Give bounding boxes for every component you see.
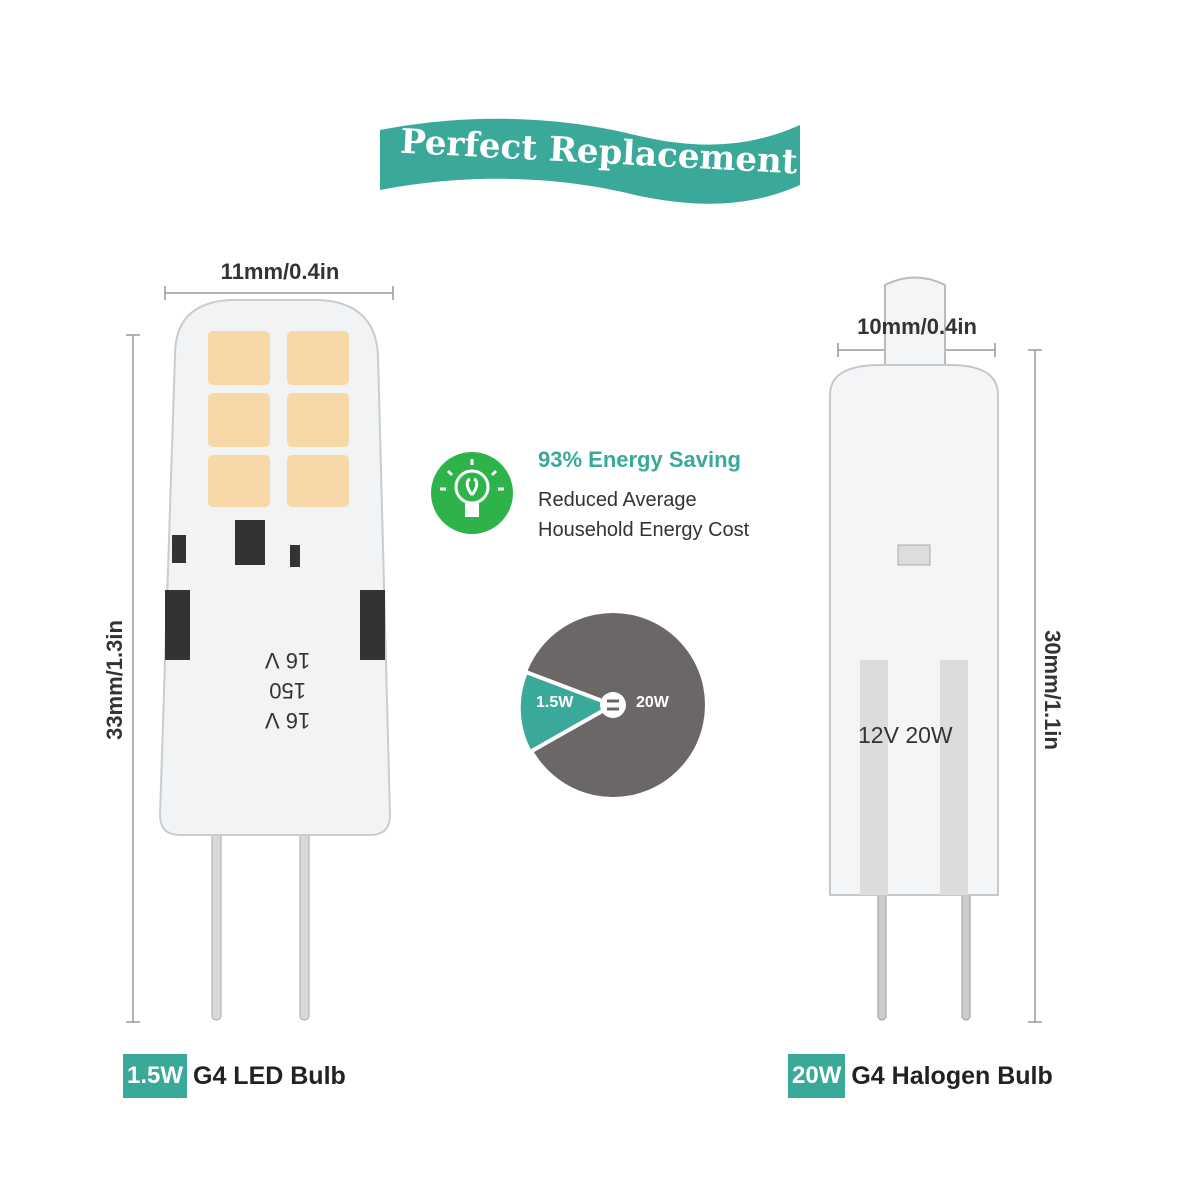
halogen-wattage-tag: 20W: [788, 1054, 846, 1098]
led-slice: [518, 669, 618, 755]
led-marking: 16 V: [265, 708, 311, 733]
led-marking: 16 V: [265, 648, 311, 673]
halogen-marking: 12V 20W: [858, 722, 953, 748]
led-width-label: 11mm/0.4in: [220, 259, 340, 284]
halogen-width-label: 10mm/0.4in: [857, 314, 977, 339]
led-name: G4 LED Bulb: [193, 1061, 346, 1090]
led-bulb-image: [158, 299, 392, 1021]
halogen-caption: 20W G4 Halogen Bulb: [788, 1054, 1053, 1098]
halogen-name: G4 Halogen Bulb: [851, 1061, 1053, 1090]
led-caption: 1.5W G4 LED Bulb: [123, 1054, 346, 1098]
energy-line1: Reduced Average: [538, 489, 697, 511]
wattage-comparison-pie: [518, 613, 705, 797]
led-height-label: 33mm/1.3in: [102, 620, 127, 740]
halogen-bulb-image: [829, 276, 999, 1021]
led-watt-label: 1.5W: [536, 694, 574, 711]
led-wattage-tag: 1.5W: [123, 1054, 188, 1098]
led-markings: 16 V 150 16 V: [265, 645, 310, 735]
banner-ribbon: [380, 118, 800, 204]
led-marking: 150: [269, 678, 306, 703]
energy-headline: 93% Energy Saving: [538, 447, 741, 472]
eco-bulb-icon: [431, 452, 513, 534]
energy-line2: Household Energy Cost: [538, 519, 750, 541]
halogen-watt-label: 20W: [636, 694, 669, 711]
halogen-height-label: 30mm/1.1in: [1040, 630, 1065, 750]
